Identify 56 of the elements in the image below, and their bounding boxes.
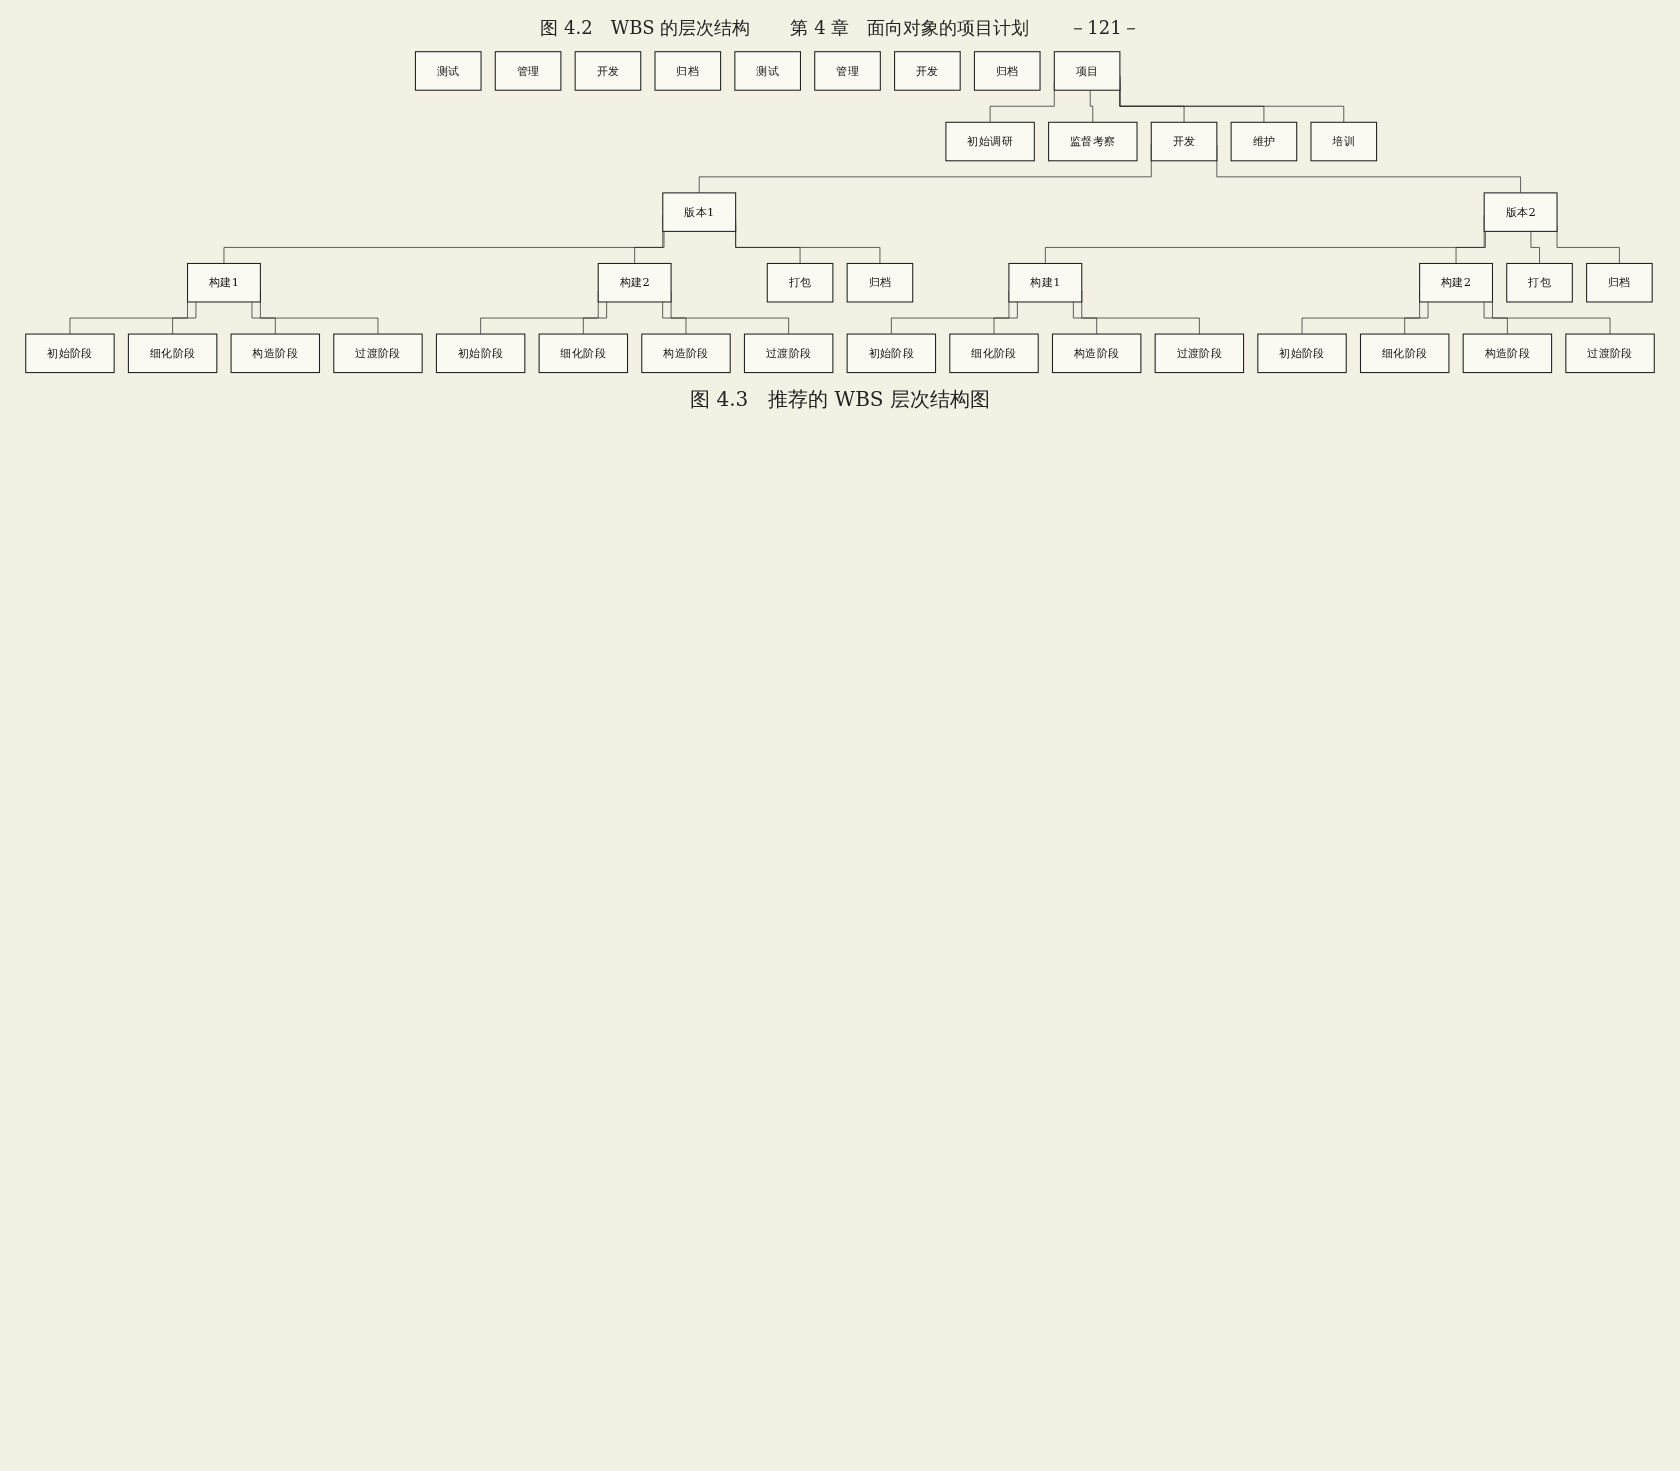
connector: [634, 231, 665, 264]
node-box: 构建2: [597, 262, 672, 303]
node-box: 过渡阶段: [1565, 333, 1655, 374]
connector: [251, 301, 276, 335]
node-box: 归档: [1586, 262, 1653, 303]
node-box: 版本1: [662, 192, 737, 232]
node-box: 过渡阶段: [743, 333, 834, 374]
node-box: 初始阶段: [846, 333, 937, 374]
connector: [582, 301, 607, 335]
node-box: 管理: [814, 51, 881, 91]
node-box: 归档: [846, 262, 914, 303]
figure-caption: 图 4.3 推荐的 WBS 层次结构图: [690, 386, 990, 414]
connector: [1483, 301, 1508, 335]
node-box: 测试: [414, 51, 482, 91]
node-box: 过渡阶段: [1154, 333, 1245, 374]
node-box: 监督考察: [1048, 121, 1138, 162]
node-box: 打包: [766, 262, 834, 303]
node-box: 构建1: [1008, 262, 1083, 303]
node-box: 归档: [973, 51, 1041, 91]
node-box: 培训: [1310, 121, 1378, 162]
node-box: 构建1: [187, 262, 261, 303]
connector: [1455, 231, 1486, 264]
node-box: 打包: [1506, 262, 1573, 303]
connector: [1073, 301, 1098, 335]
node-box: 开发: [1150, 121, 1218, 162]
node-box: 项目: [1053, 51, 1121, 91]
node-box: 构造阶段: [230, 333, 321, 374]
node-box: 开发: [574, 51, 642, 91]
note-text: 图 4.2 WBS 的层次结构: [540, 16, 751, 40]
node-box: 维护: [1230, 121, 1298, 162]
node-box: 构造阶段: [1051, 333, 1142, 374]
node-box: 版本2: [1483, 192, 1558, 232]
node-box: 初始阶段: [1257, 333, 1347, 374]
node-box: 初始调研: [945, 121, 1035, 162]
node-box: 细化阶段: [1359, 333, 1450, 374]
node-box: 构造阶段: [1462, 333, 1553, 374]
node-box: 初始阶段: [435, 333, 526, 374]
node-box: 管理: [494, 51, 562, 91]
connector: [1089, 89, 1094, 123]
node-box: 初始阶段: [25, 333, 115, 374]
connector: [993, 301, 1018, 335]
node-box: 细化阶段: [538, 333, 629, 374]
node-box: 细化阶段: [949, 333, 1039, 374]
connector: [662, 301, 687, 335]
node-box: 细化阶段: [127, 333, 218, 374]
connector: [172, 301, 197, 335]
node-box: 测试: [734, 51, 801, 91]
node-box: 开发: [894, 51, 961, 91]
node-box: 过渡阶段: [333, 333, 423, 374]
node-box: 构建2: [1419, 262, 1493, 303]
connector: [1530, 231, 1540, 264]
connector: [1404, 301, 1429, 335]
note-text: －121－: [1069, 16, 1140, 40]
node-box: 构造阶段: [641, 333, 731, 374]
node-box: 归档: [654, 51, 722, 91]
note-text: 第 4 章 面向对象的项目计划: [790, 16, 1030, 40]
